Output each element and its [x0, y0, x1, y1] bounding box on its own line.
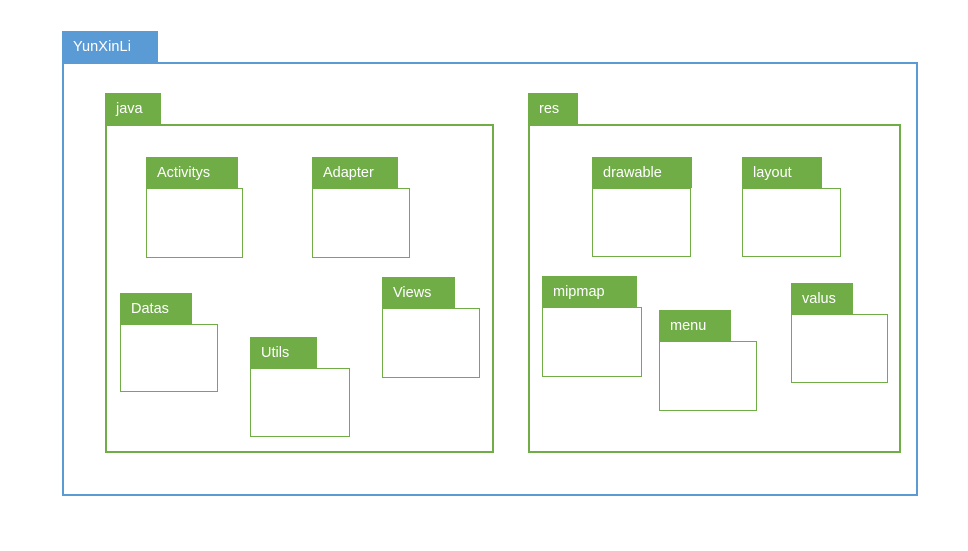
package-activitys-body: [146, 188, 243, 258]
package-layout-label: layout: [753, 164, 792, 181]
package-res-label: res: [539, 100, 560, 117]
package-java-tab[interactable]: java: [105, 93, 161, 124]
package-menu-body: [659, 341, 757, 411]
package-adapter-body: [312, 188, 410, 258]
package-mipmap-body: [542, 307, 642, 377]
package-views-body: [382, 308, 480, 378]
package-activitys-tab[interactable]: Activitys: [146, 157, 238, 188]
package-menu-tab[interactable]: menu: [659, 310, 731, 341]
package-mipmap-label: mipmap: [553, 283, 605, 300]
package-valus-body: [791, 314, 888, 383]
package-drawable-body: [592, 188, 691, 257]
package-valus-tab[interactable]: valus: [791, 283, 853, 314]
package-mipmap-tab[interactable]: mipmap: [542, 276, 637, 307]
package-views-label: Views: [393, 284, 432, 301]
package-layout-tab[interactable]: layout: [742, 157, 822, 188]
package-valus-label: valus: [802, 290, 836, 307]
package-adapter-label: Adapter: [323, 164, 374, 181]
package-datas-tab[interactable]: Datas: [120, 293, 192, 324]
package-drawable-label: drawable: [603, 164, 662, 181]
package-utils-body: [250, 368, 350, 437]
package-yunxinli-label: YunXinLi: [73, 39, 132, 55]
package-drawable-tab[interactable]: drawable: [592, 157, 692, 188]
package-utils-label: Utils: [261, 344, 290, 361]
package-menu-label: menu: [670, 317, 707, 334]
package-utils-tab[interactable]: Utils: [250, 337, 317, 368]
package-res-tab[interactable]: res: [528, 93, 578, 124]
package-datas-body: [120, 324, 218, 392]
package-layout-body: [742, 188, 841, 257]
package-adapter-tab[interactable]: Adapter: [312, 157, 398, 188]
package-yunxinli-tab[interactable]: YunXinLi: [62, 31, 158, 63]
package-java-label: java: [116, 100, 143, 117]
package-datas-label: Datas: [131, 300, 169, 317]
package-views-tab[interactable]: Views: [382, 277, 455, 308]
package-activitys-label: Activitys: [157, 164, 211, 181]
